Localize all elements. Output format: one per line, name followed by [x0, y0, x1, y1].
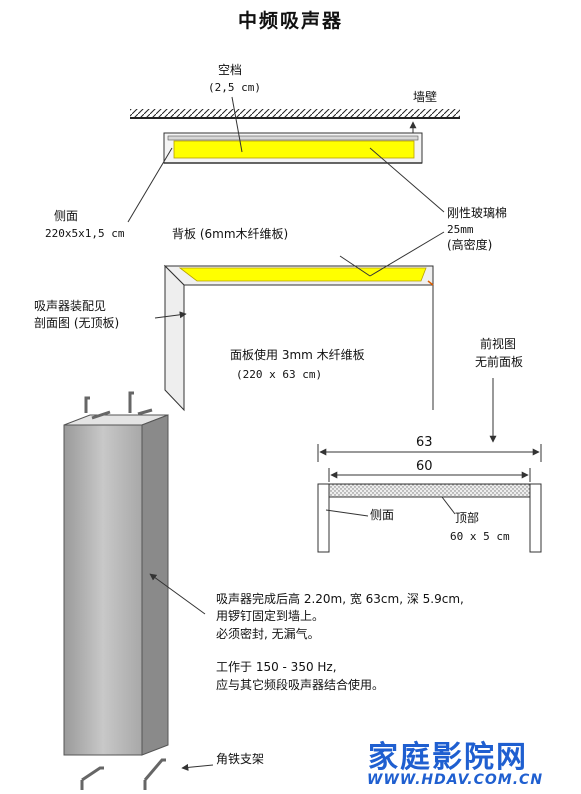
note-line5: 应与其它频段吸声器结合使用。 — [216, 678, 385, 692]
leader-lines-top — [127, 96, 445, 223]
front-view-label-line1: 前视图 — [480, 337, 517, 351]
front-side-label: 侧面 — [370, 508, 395, 522]
watermark-url: WWW.HDAV.COM.CN — [367, 772, 544, 788]
front-top-label: 顶部 — [455, 511, 480, 525]
note-line4: 工作于 150 - 350 Hz, — [216, 660, 337, 674]
assembly-label-line1: 吸声器装配见 — [34, 299, 107, 313]
front-view-label-line2: 无前面板 — [475, 355, 524, 369]
dimension-outer: 63 — [416, 435, 433, 450]
side-panel-label: 侧面 — [54, 209, 79, 223]
page-title: 中频吸声器 — [237, 10, 343, 32]
absorber-cross-section — [163, 132, 423, 164]
wall-section — [130, 109, 460, 133]
air-gap-size: (2,5 cm) — [208, 81, 261, 94]
assembly-label-line2: 剖面图 (无顶板) — [34, 316, 120, 330]
glass-wool-label: 刚性玻璃棉 — [447, 206, 508, 220]
wall-label: 墙壁 — [413, 90, 438, 104]
bracket-label: 角铁支架 — [216, 752, 265, 766]
absorber-column — [63, 391, 169, 756]
watermark-logo: 家庭影院网 — [368, 740, 528, 775]
air-gap-label: 空档 — [218, 63, 243, 77]
note-line1: 吸声器完成后高 2.20m, 宽 63cm, 深 5.9cm, — [216, 592, 464, 606]
glass-wool-thickness: 25mm — [447, 223, 474, 236]
leader-lines-assembly — [154, 231, 445, 319]
front-view — [317, 378, 542, 553]
dimension-inner: 60 — [416, 459, 433, 474]
bracket-leader — [181, 763, 214, 771]
column-leader — [149, 573, 206, 615]
glass-wool-density: (高密度) — [447, 238, 493, 252]
side-panel-size: 220x5x1,5 cm — [45, 227, 125, 240]
front-top-size: 60 x 5 cm — [450, 530, 510, 543]
note-line2: 用锣钉固定到墙上。 — [216, 609, 325, 623]
back-panel-label: 背板 (6mm木纤维板) — [172, 227, 289, 241]
assembly-perspective — [163, 264, 434, 412]
face-panel-label: 面板使用 3mm 木纤维板 — [230, 348, 365, 362]
bottom-brackets — [80, 758, 166, 790]
face-panel-size: (220 x 63 cm) — [236, 368, 323, 381]
note-line3: 必须密封, 无漏气。 — [216, 627, 320, 641]
